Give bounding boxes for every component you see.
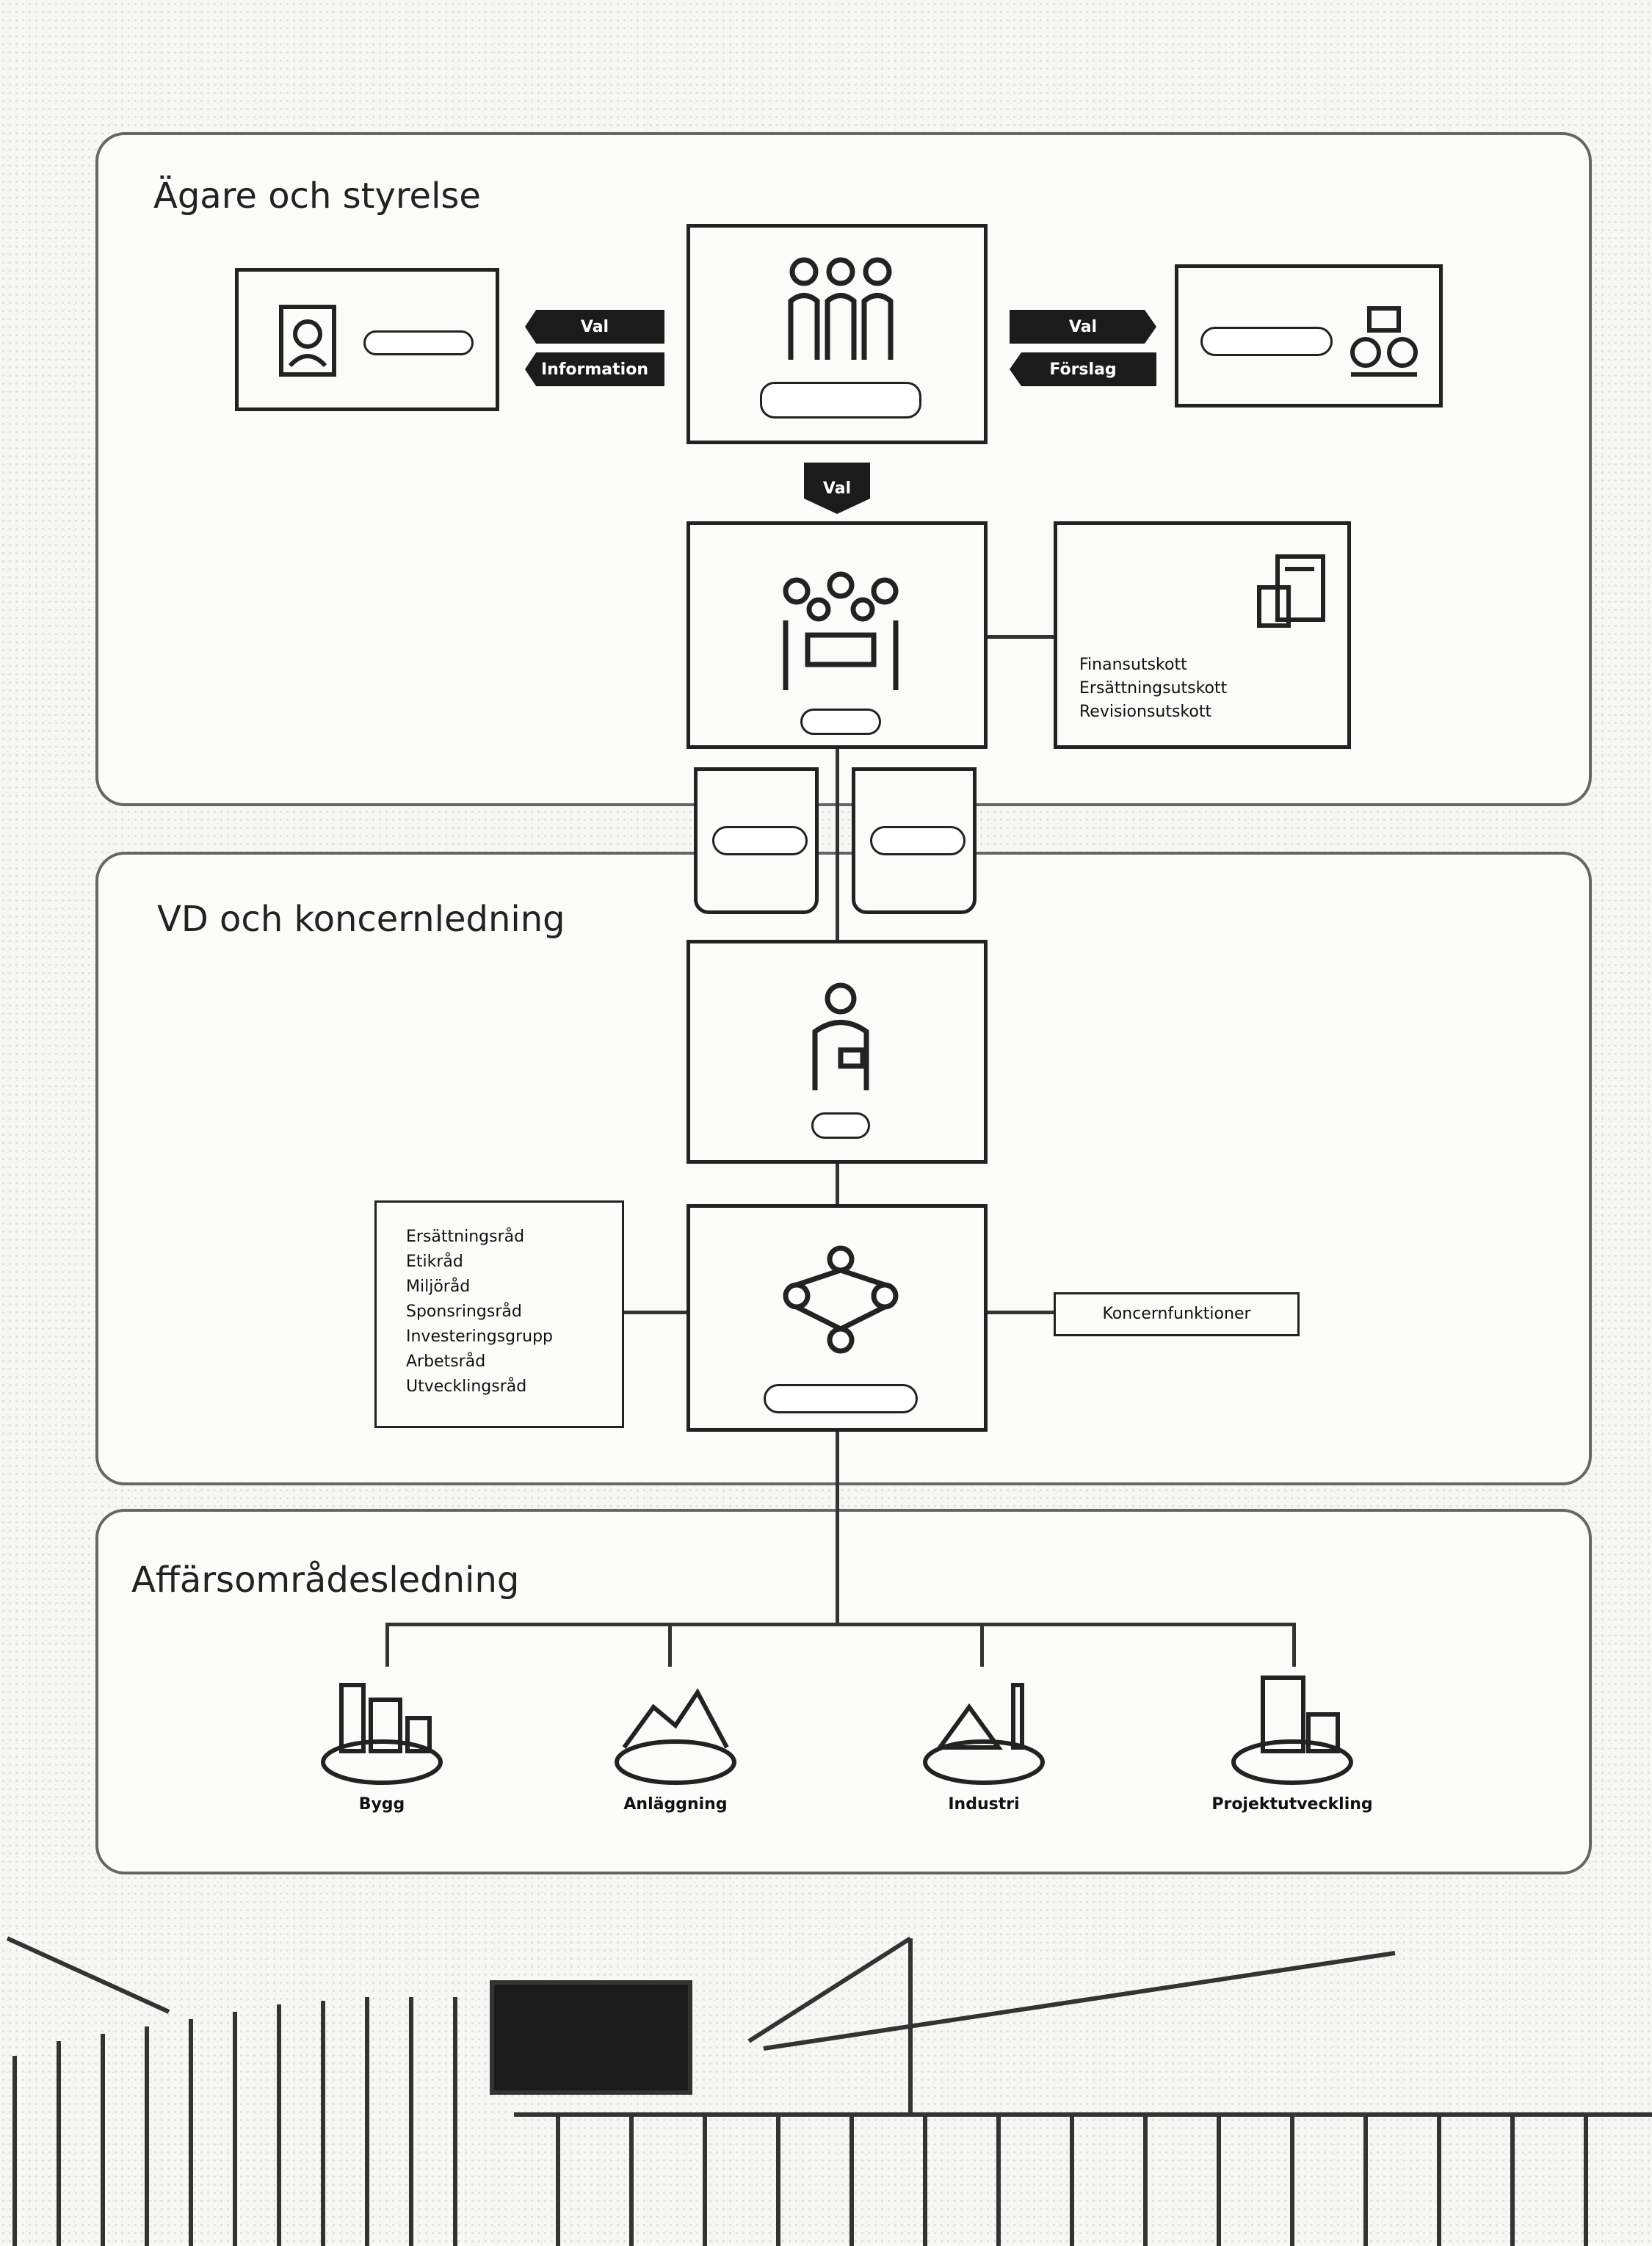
committee-item: Revisionsutskott [1079, 703, 1212, 721]
council-item: Etikråd [406, 1253, 463, 1271]
business-unit-label: Bygg [358, 1795, 405, 1814]
industry-icon [923, 1683, 1045, 1785]
councils-box: Ersättningsråd Etikråd Miljöråd Sponsrin… [374, 1200, 624, 1428]
meeting-icon [783, 571, 899, 690]
shareholder-icon [279, 305, 336, 377]
board-label [760, 382, 921, 419]
construction-icon [321, 1683, 443, 1785]
val-arrow-left: Val [525, 310, 664, 344]
committees-list: Finansutskott Ersättningsutskott Revisio… [1079, 653, 1227, 724]
committee-item: Finansutskott [1079, 656, 1187, 674]
connector [1292, 1623, 1296, 1667]
connector [836, 749, 839, 940]
council-item: Ersättningsråd [406, 1228, 525, 1246]
connector [620, 1311, 686, 1314]
connector [385, 1623, 389, 1667]
section-title: Ägare och styrelse [153, 175, 481, 217]
council-item: Investeringsgrupp [406, 1327, 554, 1346]
connector [836, 1164, 839, 1208]
management-team-label [764, 1384, 918, 1413]
business-unit-label: Projektutveckling [1211, 1795, 1373, 1814]
functions-box: Koncernfunktioner [1054, 1292, 1300, 1336]
construction-site-illustration [6, 1936, 1652, 2246]
ceo-team-box [686, 521, 988, 749]
audit-connector-label [712, 826, 808, 855]
connector [988, 635, 1054, 639]
section-title: VD och koncernledning [157, 899, 565, 940]
board-icon [788, 257, 894, 360]
business-unit-label: Anläggning [623, 1795, 728, 1814]
section-title: Affärsområdesledning [131, 1559, 520, 1601]
committees-box: Finansutskott Ersättningsutskott Revisio… [1054, 521, 1351, 749]
connector [980, 1623, 984, 1667]
civil-engineering-icon [615, 1688, 736, 1785]
management-team-box [686, 1204, 988, 1432]
connector [385, 1623, 1296, 1626]
forslag-arrow-left: Förslag [1010, 352, 1156, 386]
nomination-box [1175, 264, 1443, 407]
shareholders-label [363, 330, 474, 355]
network-icon [783, 1245, 899, 1354]
connector [988, 1311, 1054, 1314]
ceo-team-label [800, 709, 881, 735]
council-item: Sponsringsråd [406, 1303, 522, 1321]
ceo-box [686, 940, 988, 1164]
business-unit-label: Industri [948, 1795, 1020, 1814]
property-development-icon [1231, 1676, 1353, 1785]
section-business-units: Affärsområdesledning [95, 1509, 1592, 1874]
nomination-icon [1350, 306, 1418, 377]
auditors-connector-label [870, 826, 966, 855]
committee-item: Ersättningsutskott [1079, 679, 1228, 698]
shareholders-box [235, 268, 499, 411]
connector [836, 1432, 839, 1626]
audit-connector-box [694, 767, 819, 914]
council-item: Miljöråd [406, 1278, 471, 1296]
board-box [686, 224, 988, 444]
council-item: Arbetsråd [406, 1352, 486, 1371]
auditors-connector-box [852, 767, 977, 914]
councils-list: Ersättningsråd Etikråd Miljöråd Sponsrin… [406, 1225, 553, 1399]
ceo-label [811, 1112, 870, 1139]
nomination-label [1200, 327, 1333, 356]
council-item: Utvecklingsråd [406, 1377, 527, 1396]
connector [668, 1623, 672, 1667]
val-arrow-right: Val [1010, 310, 1156, 344]
functions-label: Koncernfunktioner [1102, 1305, 1251, 1323]
information-arrow-left: Information [525, 352, 664, 386]
document-calculator-icon [1257, 554, 1325, 628]
ceo-icon [812, 982, 869, 1090]
